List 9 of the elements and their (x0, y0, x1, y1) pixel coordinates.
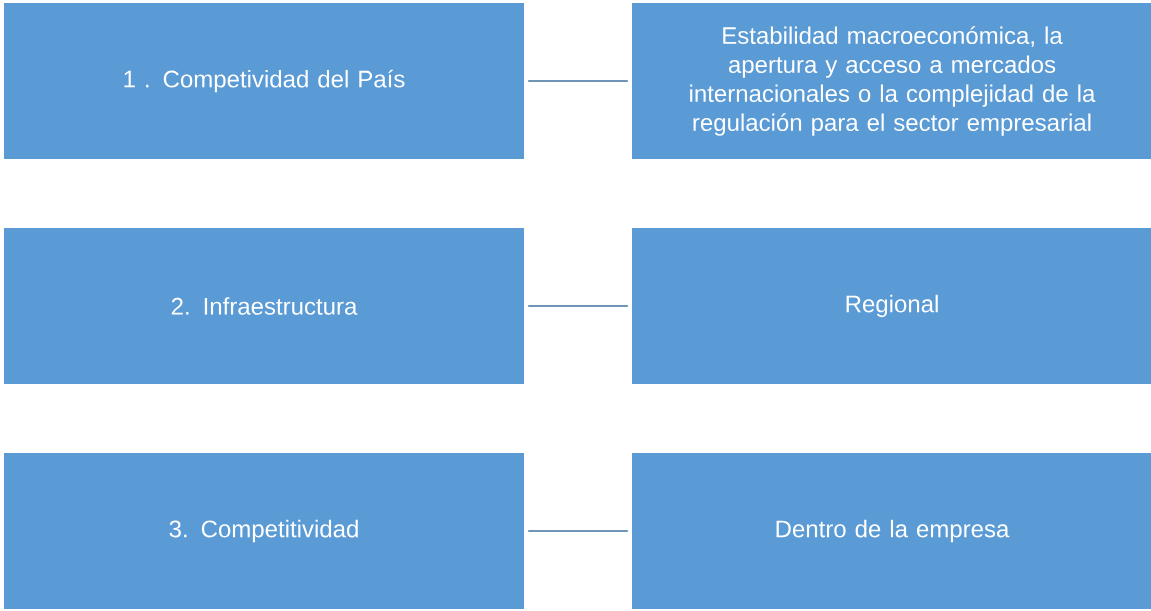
connector-line (527, 80, 629, 82)
text-box: Regional (632, 228, 1151, 384)
text-box: Dentro de la empresa (632, 453, 1151, 609)
text-box: Estabilidad macroeconómica, la apertura y acceso a mercados internacionales o la complejidad de la regulación para el sector empresarial (632, 3, 1151, 159)
connector-line (527, 530, 629, 532)
text-box: 1 . Competividad del País (4, 3, 524, 159)
text-box: 2. Infraestructura (4, 228, 524, 384)
text-box: 3. Competitividad (4, 453, 524, 609)
connector-line (527, 305, 629, 307)
